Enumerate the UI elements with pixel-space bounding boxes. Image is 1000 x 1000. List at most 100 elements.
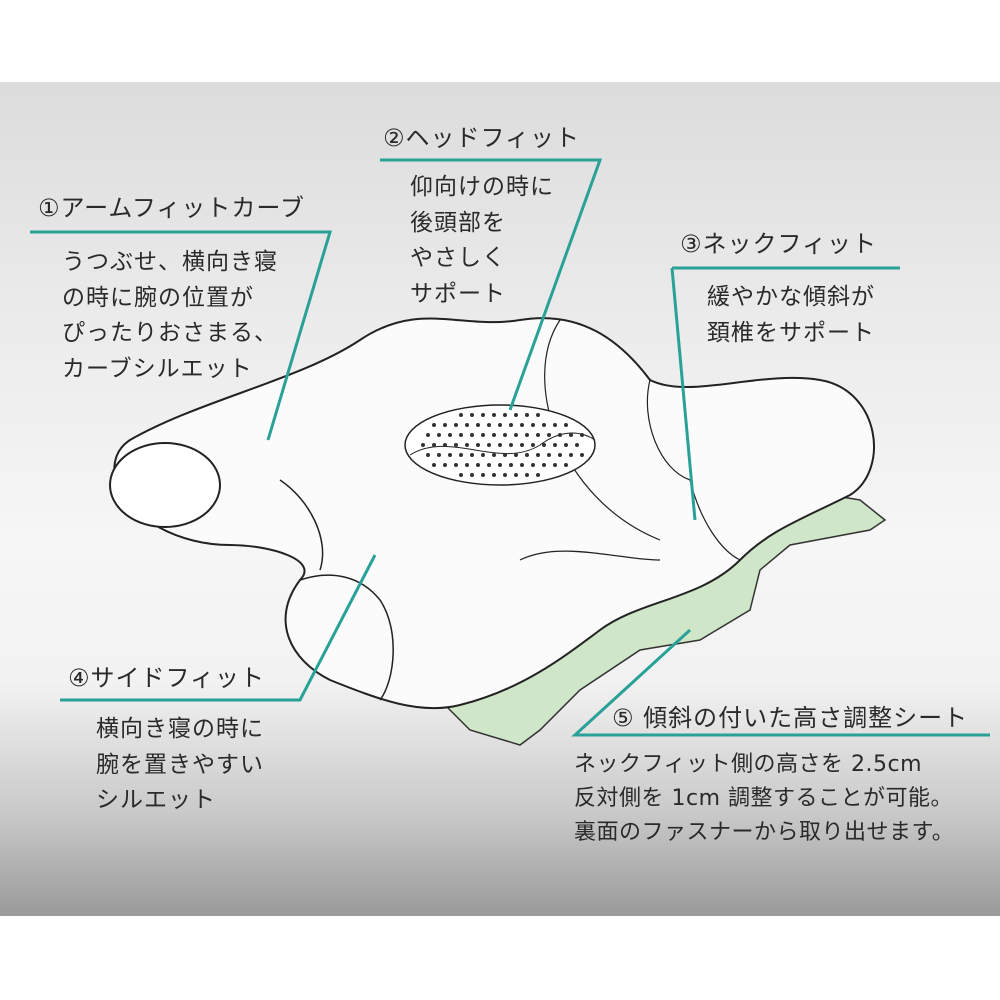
perforation-dot	[520, 423, 524, 427]
perforation-dot	[432, 423, 436, 427]
perforation-dot	[476, 443, 480, 447]
perforation-dot	[465, 423, 469, 427]
perforation-dot	[575, 443, 579, 447]
perforation-dot	[432, 443, 436, 447]
perforation-dot	[481, 413, 485, 417]
text-line: 後頭部を	[410, 209, 506, 236]
perforation-dot	[509, 463, 513, 467]
perforation-dot	[542, 423, 546, 427]
leader-line-4	[60, 554, 377, 702]
perforation-dot	[487, 423, 491, 427]
perforation-dot	[525, 473, 529, 477]
text-line: やさしく	[410, 245, 506, 272]
perforation-dot	[564, 463, 568, 467]
text-line: ぴったりおさまる、	[62, 320, 278, 347]
callout-2-text: 仰向けの時に 後頭部を やさしく サポート	[410, 170, 554, 313]
perforation-dot	[492, 473, 496, 477]
perforation-dot	[448, 433, 452, 437]
perforation-dot	[509, 423, 513, 427]
perforation-dot	[459, 453, 463, 457]
perforation-dot	[536, 413, 540, 417]
perforation-dot	[470, 433, 474, 437]
perforation-dot	[470, 413, 474, 417]
perforation-dot	[525, 433, 529, 437]
callout-5-text: ネックフィット側の高さを 2.5cm 反対側を 1cm 調整することが可能。 裏…	[574, 748, 954, 850]
text-line: 緩やかな傾斜が	[707, 284, 875, 310]
perforation-dot	[454, 423, 458, 427]
arm-tube-end	[109, 442, 221, 528]
perforation-dot	[426, 433, 430, 437]
perforation-dot	[536, 453, 540, 457]
perforation-dot	[531, 443, 535, 447]
perforation-dot	[514, 433, 518, 437]
text-line: うつぶせ、横向き寝	[62, 249, 278, 275]
perforation-dot	[531, 423, 535, 427]
perforation-dot	[558, 453, 562, 457]
perforation-dot	[536, 473, 540, 477]
leader-line-1	[30, 230, 333, 441]
perforation-dot	[569, 433, 573, 437]
perforation-dot	[481, 453, 485, 457]
perforation-dot	[503, 453, 507, 457]
callout-5-title: ⑤ 傾斜の付いた高さ調整シート	[612, 704, 969, 732]
perforation-dot	[553, 443, 557, 447]
perforation-dot	[476, 463, 480, 467]
perforation-dot	[542, 443, 546, 447]
perforation-dot	[498, 463, 502, 467]
perforation-dot	[470, 473, 474, 477]
perforation-dot	[470, 453, 474, 457]
perforation-dot	[542, 463, 546, 467]
perforation-dot	[547, 453, 551, 457]
perforation-dot	[437, 433, 441, 437]
perforation-dot	[437, 453, 441, 457]
perforation-dot	[514, 473, 518, 477]
perforation-dot	[569, 453, 573, 457]
text-line: 頚椎をサポート	[707, 319, 875, 346]
perforation-dot	[536, 433, 540, 437]
perforation-dot	[459, 473, 463, 477]
perforation-dot	[465, 443, 469, 447]
perforation-dot	[443, 443, 447, 447]
perforation-dot	[498, 423, 502, 427]
perforation-dot	[426, 453, 430, 457]
text-line: 横向き寝の時に	[96, 716, 264, 742]
callout-1-title: ①アームフィットカーブ	[38, 194, 305, 222]
perforation-dot	[448, 453, 452, 457]
perforation-dot	[459, 433, 463, 437]
text-line: サポート	[410, 280, 506, 307]
callout-4-title: ④サイドフィット	[68, 664, 266, 692]
leader-lines	[30, 158, 990, 737]
perforation-dot	[580, 433, 584, 437]
text-line: 裏面のファスナーから取り出せます。	[574, 820, 955, 846]
perforation-dot	[498, 443, 502, 447]
text-line: 腕を置きやすい	[96, 751, 264, 778]
perforation-dot	[443, 423, 447, 427]
callout-1-text: うつぶせ、横向き寝 の時に腕の位置が ぴったりおさまる、 カーブシルエット	[62, 245, 278, 388]
text-line: の時に腕の位置が	[62, 284, 254, 311]
perforation-dot	[525, 453, 529, 457]
perforation-dot	[487, 463, 491, 467]
perforation-dot	[547, 433, 551, 437]
perforation-dot	[503, 433, 507, 437]
perforation-dot	[553, 463, 557, 467]
perforation-dot	[520, 463, 524, 467]
perforation-dot	[492, 453, 496, 457]
perforation-dot	[421, 443, 425, 447]
perforation-dot	[454, 463, 458, 467]
perforation-dot	[481, 473, 485, 477]
perforation-dot	[492, 413, 496, 417]
perforation-dot	[454, 443, 458, 447]
perforation-dot	[503, 413, 507, 417]
perforation-dot	[443, 463, 447, 467]
leader-line-2	[380, 158, 603, 411]
callout-3-text: 緩やかな傾斜が 頚椎をサポート	[707, 280, 875, 351]
callout-3-title: ③ネックフィット	[680, 230, 878, 258]
perforation-dot	[514, 413, 518, 417]
perforation-dot	[580, 453, 584, 457]
leader-line-3b	[670, 267, 697, 521]
perforation-dot	[492, 433, 496, 437]
perforation-dot	[531, 463, 535, 467]
text-line: 反対側を 1cm 調整することが可能。	[574, 786, 954, 812]
perforation-dot	[476, 423, 480, 427]
perforation-dot	[564, 443, 568, 447]
